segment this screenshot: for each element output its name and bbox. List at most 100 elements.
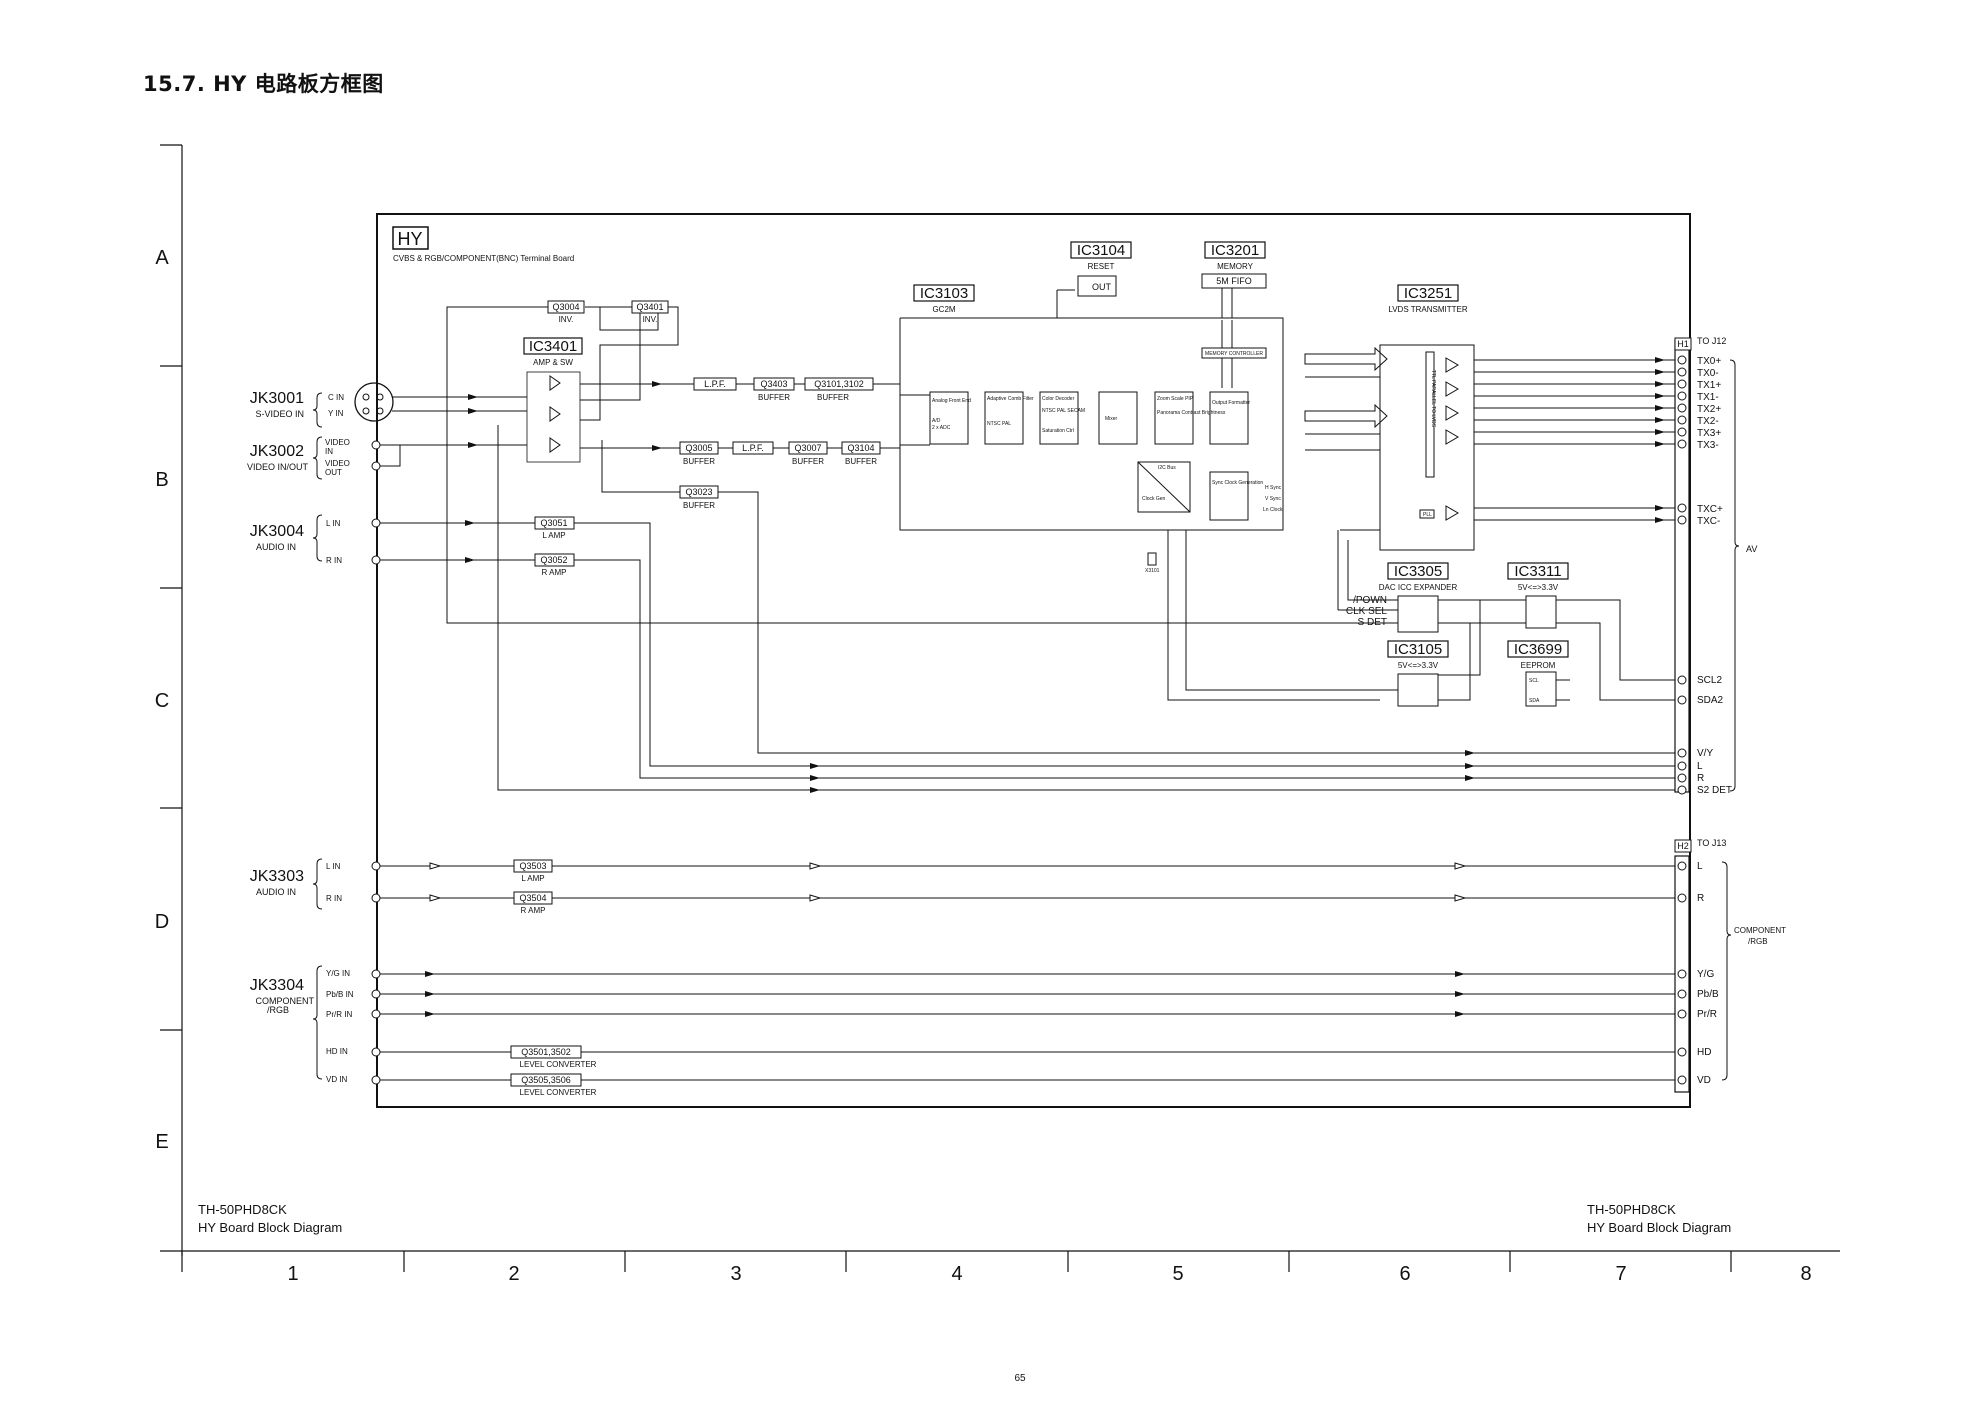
q3101-func: BUFFER — [817, 393, 849, 402]
h1-pin: S2 DET — [1697, 785, 1732, 796]
row-label: B — [155, 469, 168, 491]
footer-right: TH-50PHD8CK HY Board Block Diagram — [1587, 1202, 1731, 1235]
ic3103-block: A/D — [932, 418, 941, 424]
page-number: 65 — [1014, 1373, 1026, 1384]
control-signals: /POWN CLK SEL S DET — [1346, 595, 1388, 628]
ic3305: IC3305 DAC ICC EXPANDER — [1379, 562, 1458, 633]
page-title: 15.7. HY 电路板方框图 — [143, 72, 384, 96]
q3503-func: L AMP — [521, 874, 544, 883]
ic3103-block: H Sync — [1265, 485, 1282, 491]
h1-pin: TXC+ — [1697, 504, 1723, 515]
lvds-mux-label: TTL PARALLEL TO LVDS — [1430, 370, 1436, 428]
q3005-ref: Q3005 — [685, 443, 712, 453]
h2-pin: VD — [1697, 1075, 1711, 1086]
q3501-func: LEVEL CONVERTER — [520, 1060, 597, 1069]
ic3103-block: Clock Gen — [1142, 496, 1166, 502]
col-label: 4 — [951, 1263, 962, 1285]
jack-pin: R IN — [326, 894, 342, 903]
connector-h2: H2 TO J13 COMPONENT /RGB L R Y/G Pb/B Pr… — [1674, 838, 1786, 1093]
h1-pin: TX3- — [1697, 440, 1719, 451]
jack-ref: JK3304 — [250, 977, 304, 994]
signal-lines — [380, 287, 1675, 1081]
q3504-func: R AMP — [521, 906, 546, 915]
col-label: 5 — [1172, 1263, 1183, 1285]
ic-ref: IC3103 — [920, 285, 968, 302]
q3505-ref: Q3505,3506 — [521, 1075, 571, 1085]
q3007-ref: Q3007 — [794, 443, 821, 453]
q3023-func: BUFFER — [683, 501, 715, 510]
q3005-func: BUFFER — [683, 457, 715, 466]
ic-func: 5V<=>3.3V — [1398, 661, 1439, 670]
h1-pin: TX0- — [1697, 368, 1719, 379]
col-label: 2 — [508, 1263, 519, 1285]
ic-ref: IC3105 — [1394, 641, 1442, 658]
jack-pin: Pr/R IN — [326, 1010, 352, 1019]
memory-controller-label: MEMORY CONTROLLER — [1205, 351, 1263, 357]
ic3104: IC3104 RESET OUT — [1070, 241, 1132, 297]
board-name-box — [392, 226, 429, 250]
q3104-func: BUFFER — [845, 457, 877, 466]
ic3103-block: Color Decoder — [1042, 396, 1075, 402]
q3401-func: INV. — [643, 315, 658, 324]
footer-caption: HY Board Block Diagram — [198, 1220, 342, 1235]
footer-caption: HY Board Block Diagram — [1587, 1220, 1731, 1235]
ic3251: IC3251 LVDS TRANSMITTER TTL PARALLEL TO … — [1379, 284, 1475, 551]
ic3103-block: Analog Front End — [932, 398, 971, 404]
q3052-ref: Q3052 — [540, 555, 567, 565]
h2-pin: Y/G — [1697, 969, 1714, 980]
col-label: 1 — [287, 1263, 298, 1285]
jack-pin: Y IN — [328, 409, 344, 418]
row-label: A — [155, 247, 169, 269]
h1-pin: TXC- — [1697, 516, 1720, 527]
jack-pin: Y/G IN — [326, 969, 350, 978]
ic3103-block: V Sync — [1265, 496, 1281, 502]
connector-group: AV — [1746, 544, 1757, 554]
h1-pin: TX0+ — [1697, 356, 1721, 367]
q3504-ref: Q3504 — [519, 893, 546, 903]
jack-pin: R IN — [326, 556, 342, 565]
q3501-ref: Q3501,3502 — [521, 1047, 571, 1057]
jack-desc: AUDIO IN — [256, 542, 296, 552]
flow-arrows — [425, 357, 1665, 1017]
h1-pin: V/Y — [1697, 748, 1713, 759]
jack-desc: /RGB — [267, 1005, 289, 1015]
h2-pin: Pr/R — [1697, 1009, 1717, 1020]
ic-func: EEPROM — [1521, 661, 1556, 670]
ic3103: IC3103 GC2M Analog Front End A/D 2 x ADC… — [913, 284, 1283, 574]
amp-triangle-icon — [549, 375, 561, 391]
q3403-ref: Q3403 — [760, 379, 787, 389]
ic-func: GC2M — [932, 305, 955, 314]
grid-col-labels: 1 2 3 4 5 6 7 8 — [287, 1263, 1811, 1285]
ic3103-block: Saturation Ctrl — [1042, 428, 1074, 434]
col-label: 8 — [1800, 1263, 1811, 1285]
ic3103-block: Ln Clock — [1263, 507, 1283, 513]
jack-jk3303: JK3303 AUDIO IN L IN R IN — [250, 858, 342, 910]
h2-pin: L — [1697, 861, 1703, 872]
ic-ref: IC3104 — [1077, 242, 1125, 259]
connector-ref: H2 — [1677, 841, 1689, 851]
ic-func: 5V<=>3.3V — [1518, 583, 1559, 592]
ic3103-block: 2 x ADC — [932, 425, 951, 431]
grid-frame — [160, 144, 1840, 1272]
connector-ref: H1 — [1677, 339, 1689, 349]
ic3105: IC3105 5V<=>3.3V — [1387, 640, 1449, 707]
h1-pin: TX3+ — [1697, 428, 1721, 439]
s-video-connector-icon — [354, 382, 394, 422]
ic-func: DAC ICC EXPANDER — [1379, 583, 1458, 592]
col-label: 6 — [1399, 1263, 1410, 1285]
amp-triangle-icon — [549, 437, 561, 453]
h2-pin: R — [1697, 893, 1704, 904]
jack-desc: COMPONENT — [256, 996, 315, 1006]
h1-pin: L — [1697, 761, 1703, 772]
ic3103-block: Output Formatter — [1212, 400, 1250, 406]
ic-ref: IC3311 — [1514, 563, 1561, 580]
q3503-ref: Q3503 — [519, 861, 546, 871]
ic-pin: SDA — [1529, 698, 1540, 704]
jack-pin: IN — [325, 447, 333, 456]
h2-pin: Pb/B — [1697, 989, 1719, 1000]
jack-pin: VD IN — [326, 1075, 348, 1084]
h1-pin: R — [1697, 773, 1704, 784]
ic3699: IC3699 EEPROM SCL SDA — [1507, 640, 1569, 707]
h1-pin: SDA2 — [1697, 695, 1724, 706]
